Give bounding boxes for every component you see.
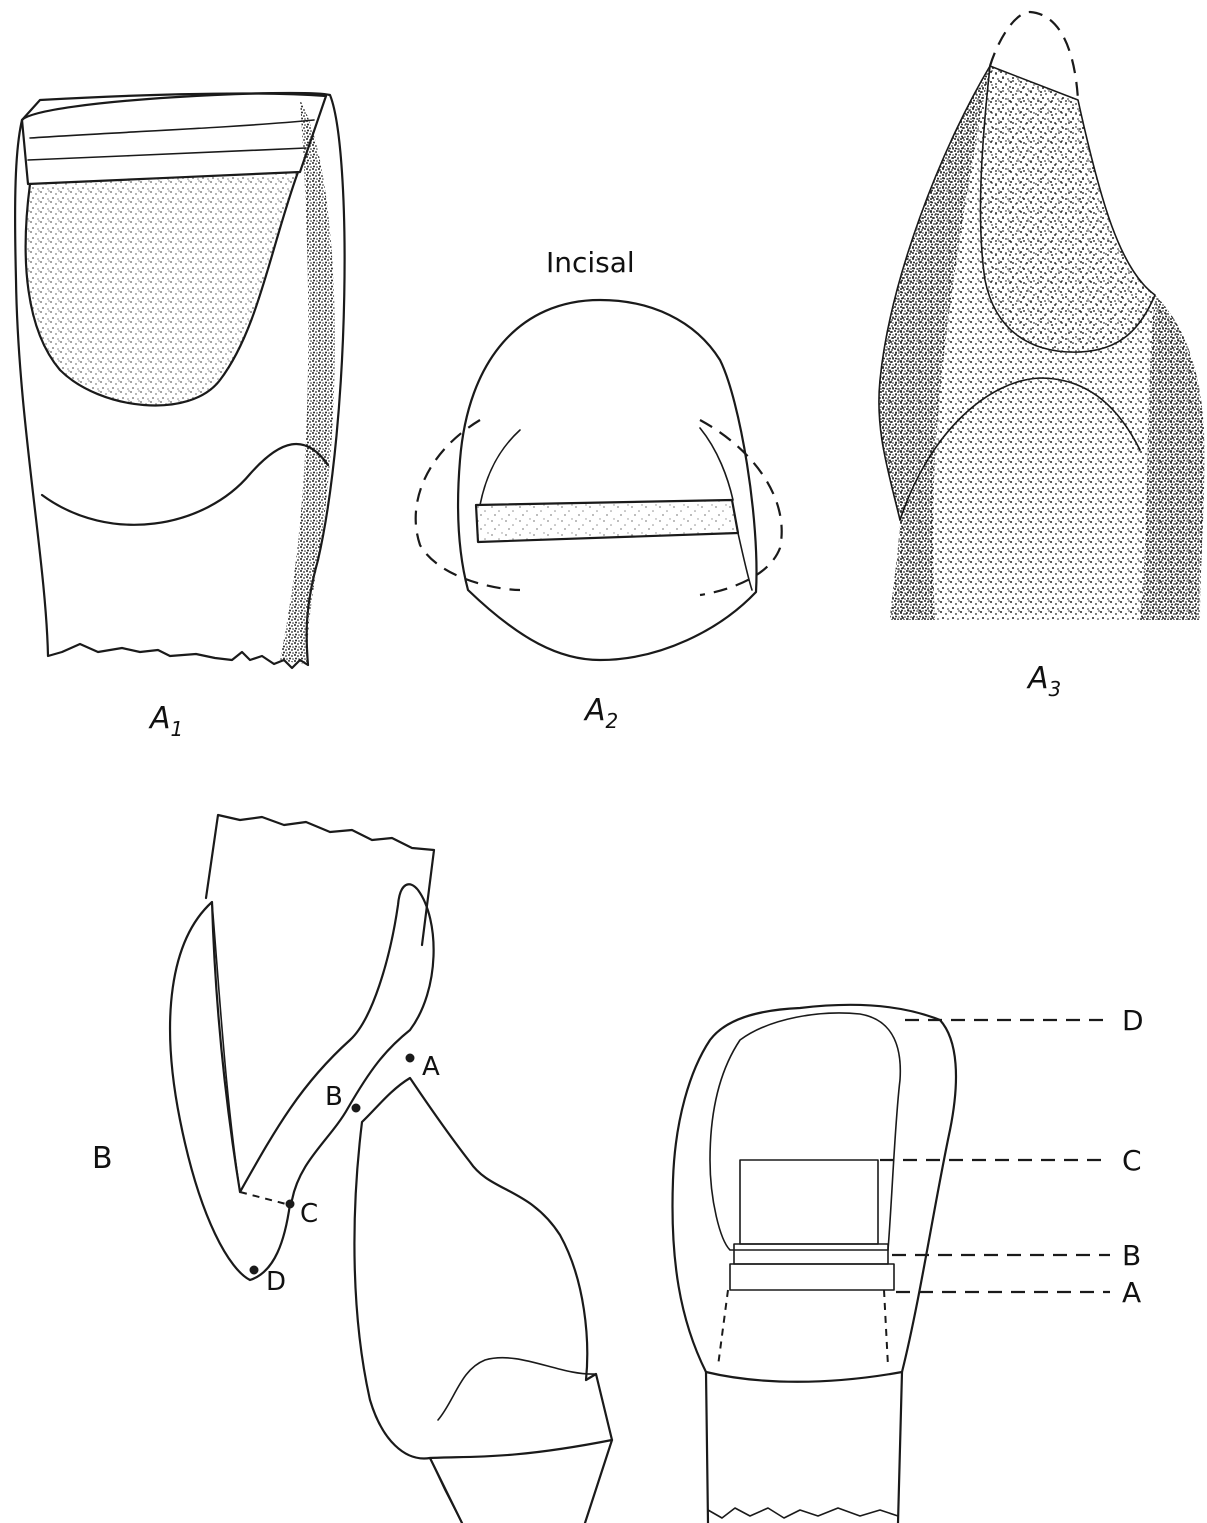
label-incisal: Incisal [546, 246, 635, 279]
a1-bevel-inner-line-2 [28, 148, 306, 160]
a2-reduction-band-stipple [476, 500, 738, 542]
point-a-label: A [422, 1052, 440, 1082]
view-a2 [416, 300, 782, 660]
point-d-label: D [266, 1267, 286, 1297]
label-figure-b: B [92, 1141, 113, 1176]
lingual-root-break [708, 1508, 898, 1518]
b-lower-tooth [354, 1078, 612, 1458]
zone-a-label: A [1122, 1276, 1141, 1309]
a2-tooth-outline [458, 300, 757, 660]
a1-lingual-surface-stipple [26, 172, 298, 405]
view-b-section [170, 815, 612, 1523]
b-lower-root-stub [430, 1440, 612, 1523]
view-a1 [15, 93, 345, 668]
b-upper-root-stub [206, 815, 434, 945]
lingual-axial-wall-dashed-left [718, 1290, 728, 1366]
a3-lingual-prep-stipple [981, 66, 1155, 352]
lingual-root-stub [706, 1372, 902, 1523]
label-a1: A1 [148, 701, 183, 741]
point-b-marker [352, 1104, 360, 1112]
point-d-marker [250, 1266, 258, 1274]
b-lower-cej-curve [438, 1358, 596, 1420]
view-a3 [879, 12, 1205, 620]
b-chamfer-cd-dashed [240, 1192, 286, 1204]
a1-cingulum-line [42, 444, 328, 525]
label-a2: A2 [583, 693, 618, 733]
point-a-marker [406, 1054, 414, 1062]
lingual-prep-zone-c [740, 1160, 878, 1244]
a2-left-facet [480, 430, 520, 505]
lingual-axial-wall-dashed-right [884, 1290, 888, 1366]
lingual-prep-zone-b [734, 1244, 888, 1264]
view-b-lingual [672, 1005, 1110, 1523]
b-lower-root-break [430, 1458, 462, 1523]
zone-c-label: C [1122, 1144, 1142, 1177]
a1-bevel-inner-line [30, 120, 314, 138]
b-inner-wall-left [212, 902, 240, 1192]
point-c-marker [286, 1200, 294, 1208]
point-b-label: B [325, 1082, 343, 1112]
label-a3: A3 [1026, 661, 1061, 701]
point-c-label: C [300, 1199, 318, 1229]
zone-b-label: B [1122, 1239, 1141, 1272]
zone-d-label: D [1122, 1004, 1144, 1037]
lingual-prep-zone-a [730, 1264, 894, 1290]
